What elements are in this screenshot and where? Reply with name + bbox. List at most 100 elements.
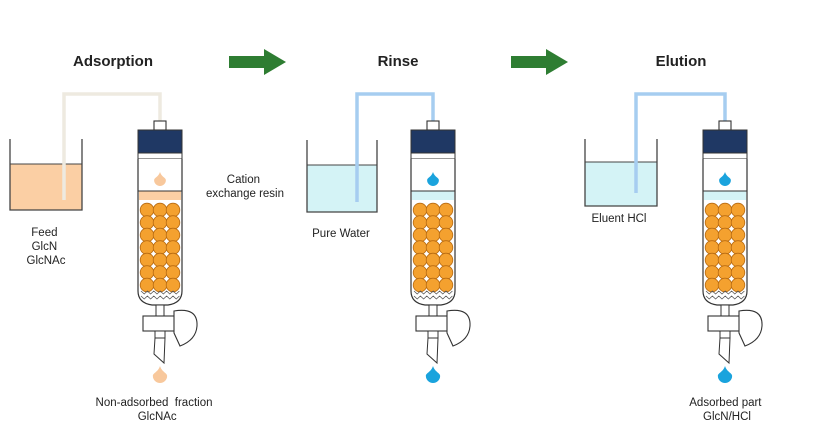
resin-bead xyxy=(165,252,181,268)
resin-bead xyxy=(730,252,746,268)
valve-spout xyxy=(153,337,166,365)
resin-bead xyxy=(717,265,733,280)
resin-bead xyxy=(704,277,720,293)
resin-bead xyxy=(717,227,733,243)
stage-title-rinse: Rinse xyxy=(378,53,419,70)
feed-label-line: GlcNAc xyxy=(27,255,66,267)
resin-bead xyxy=(717,202,733,218)
resin-bead xyxy=(139,265,155,280)
beaker-liquid xyxy=(585,162,657,206)
resin-bead xyxy=(412,252,428,268)
resin-bead xyxy=(412,202,428,218)
valve-handle xyxy=(738,309,763,347)
droplet-icon xyxy=(425,366,441,383)
beaker-outline xyxy=(9,139,83,211)
droplet-icon xyxy=(427,172,439,186)
resin-label-line: Cation xyxy=(227,174,260,186)
beaker-liquid xyxy=(307,165,377,212)
valve-spout xyxy=(718,337,731,365)
resin-bead xyxy=(412,215,428,230)
resin-bead xyxy=(165,265,181,280)
resin-bead xyxy=(152,227,168,243)
valve-handle xyxy=(173,309,198,347)
arrow-right-icon xyxy=(229,49,286,75)
valve-spout xyxy=(426,337,439,365)
resin-bead xyxy=(412,227,428,243)
frit-zigzag xyxy=(413,290,453,295)
frit-zigzag xyxy=(140,295,180,300)
feed-label: Feed GlcN GlcNAc xyxy=(27,227,66,267)
stage-adsorption xyxy=(9,92,198,383)
resin-bead xyxy=(165,240,181,255)
resin-bead xyxy=(152,215,168,230)
resin-bead xyxy=(438,265,454,280)
arrow-right-icon xyxy=(511,49,568,75)
column-liquid xyxy=(139,191,181,200)
resin-bead xyxy=(717,215,733,230)
adsorbed-part-label: Adsorbed part GlcN/HCl xyxy=(689,397,764,423)
adsorbed-part-label-line: GlcN/HCl xyxy=(703,411,751,423)
eluent-label: Eluent HCl xyxy=(592,213,647,225)
feed-label-line: GlcN xyxy=(32,241,58,253)
beaker-icon xyxy=(9,139,83,211)
resin-bead xyxy=(704,215,720,230)
resin-beads xyxy=(139,202,181,293)
pure-water-label: Pure Water xyxy=(312,228,370,240)
column-icon xyxy=(410,120,456,306)
resin-bead xyxy=(425,215,441,230)
resin-bead xyxy=(438,215,454,230)
resin-bead xyxy=(730,277,746,293)
resin-bead xyxy=(704,202,720,218)
resin-bead xyxy=(139,277,155,293)
resin-bead xyxy=(139,240,155,255)
droplet-icon xyxy=(717,366,733,383)
resin-bead xyxy=(165,277,181,293)
droplet-icon xyxy=(154,172,166,186)
resin-bead xyxy=(730,265,746,280)
beaker-icon xyxy=(584,139,658,207)
feed-tube xyxy=(62,92,162,200)
resin-bead xyxy=(139,215,155,230)
non-adsorbed-label: Non-adsorbed fraction GlcNAc xyxy=(96,397,229,423)
resin-bead xyxy=(704,252,720,268)
resin-bead xyxy=(412,265,428,280)
stage-title-elution: Elution xyxy=(656,53,707,70)
adsorbed-part-label-line: Adsorbed part xyxy=(689,397,762,409)
column-liquid xyxy=(704,191,746,200)
beaker-liquid xyxy=(10,164,82,210)
resin-bead xyxy=(425,252,441,268)
column-connector xyxy=(153,120,167,131)
resin-bead xyxy=(717,252,733,268)
resin-bead xyxy=(165,202,181,218)
beaker-icon xyxy=(306,140,378,213)
column-liquid xyxy=(412,191,454,200)
frit-zigzag xyxy=(705,290,745,295)
frit-zigzag xyxy=(705,295,745,300)
feed-label-line: Feed xyxy=(31,227,57,239)
valve-handle xyxy=(446,309,471,347)
resin-bead xyxy=(730,202,746,218)
resin-label: Cation exchange resin xyxy=(206,174,284,200)
resin-bead xyxy=(704,227,720,243)
valve-body xyxy=(142,315,178,332)
resin-bead xyxy=(139,202,155,218)
pure-water-label-line: Pure Water xyxy=(312,228,370,240)
resin-bead xyxy=(438,202,454,218)
resin-bead xyxy=(152,277,168,293)
outlet-stem xyxy=(720,304,730,317)
feed-tube xyxy=(355,92,435,202)
frit-zigzag xyxy=(140,290,180,295)
resin-bead xyxy=(152,265,168,280)
resin-bead xyxy=(704,240,720,255)
resin-bead xyxy=(165,227,181,243)
valve-body xyxy=(707,315,743,332)
outlet-stem xyxy=(428,304,438,317)
droplet-icon xyxy=(719,172,731,186)
stage-elution xyxy=(584,92,763,383)
resin-bead xyxy=(425,277,441,293)
resin-beads xyxy=(412,202,454,293)
column-connector xyxy=(718,120,732,131)
resin-bead xyxy=(704,265,720,280)
valve-icon xyxy=(707,304,763,365)
